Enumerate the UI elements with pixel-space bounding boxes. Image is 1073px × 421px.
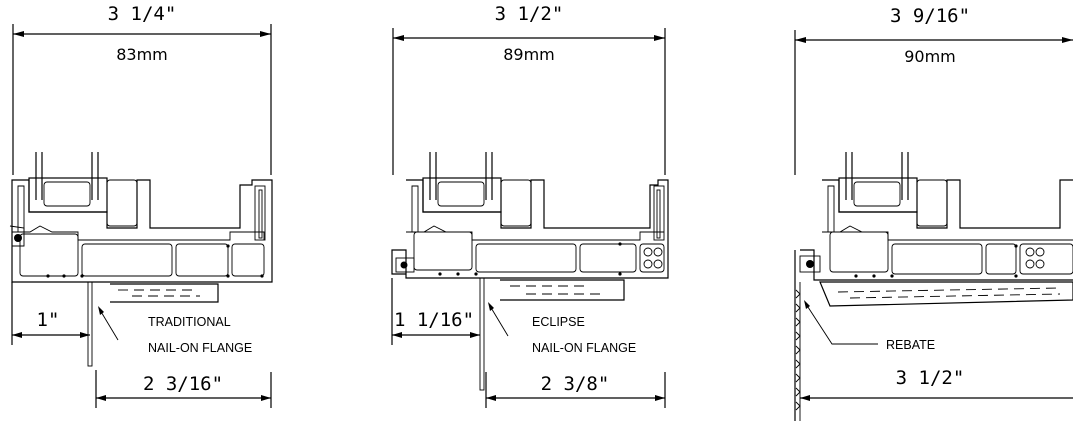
left-offset-dimension-line <box>391 278 480 345</box>
bottom-width-dimension: 2 3/16" <box>143 373 223 395</box>
left-offset-dimension-line <box>11 282 90 345</box>
bottom-dimension-line <box>485 372 666 408</box>
top-width-imperial: 3 9/16" <box>890 5 970 27</box>
bottom-dimension-line <box>800 395 1073 401</box>
flange-leader <box>488 302 509 337</box>
flange-label-line1: ECLIPSE <box>532 315 585 329</box>
nail-on-flange <box>87 281 219 367</box>
rebate-detail <box>794 250 1073 421</box>
top-width-metric: 90mm <box>904 47 956 66</box>
bottom-dimension-line <box>95 370 272 408</box>
rebate-label: REBATE <box>886 338 935 352</box>
frame-profile <box>391 152 669 279</box>
top-width-metric: 89mm <box>503 45 555 64</box>
rebate-leader <box>804 300 878 345</box>
bottom-width-dimension: 3 1/2" <box>896 367 965 389</box>
top-width-imperial: 3 1/4" <box>108 3 177 25</box>
bottom-width-dimension: 2 3/8" <box>541 373 610 395</box>
nail-on-flange <box>479 277 625 391</box>
detail-eclipse: 3 1/2" 89mm <box>391 3 669 408</box>
left-offset-dimension: 1" <box>37 309 60 331</box>
flange-label-line1: TRADITIONAL <box>148 315 231 329</box>
top-dimension-line <box>794 30 1073 175</box>
detail-traditional: 3 1/4" 83mm <box>9 3 273 408</box>
left-offset-dimension: 1 1/16" <box>394 309 474 331</box>
top-dimension-line <box>392 28 666 175</box>
frame-profile <box>799 152 1073 281</box>
top-dimension-line <box>12 24 272 175</box>
flange-label-line2: NAIL-ON FLANGE <box>148 341 252 355</box>
flange-label-line2: NAIL-ON FLANGE <box>532 341 636 355</box>
frame-profile <box>9 152 273 283</box>
top-width-imperial: 3 1/2" <box>495 3 564 25</box>
top-width-metric: 83mm <box>116 45 168 64</box>
flange-leader <box>98 306 119 341</box>
detail-rebate: 3 9/16" 90mm <box>794 5 1073 421</box>
